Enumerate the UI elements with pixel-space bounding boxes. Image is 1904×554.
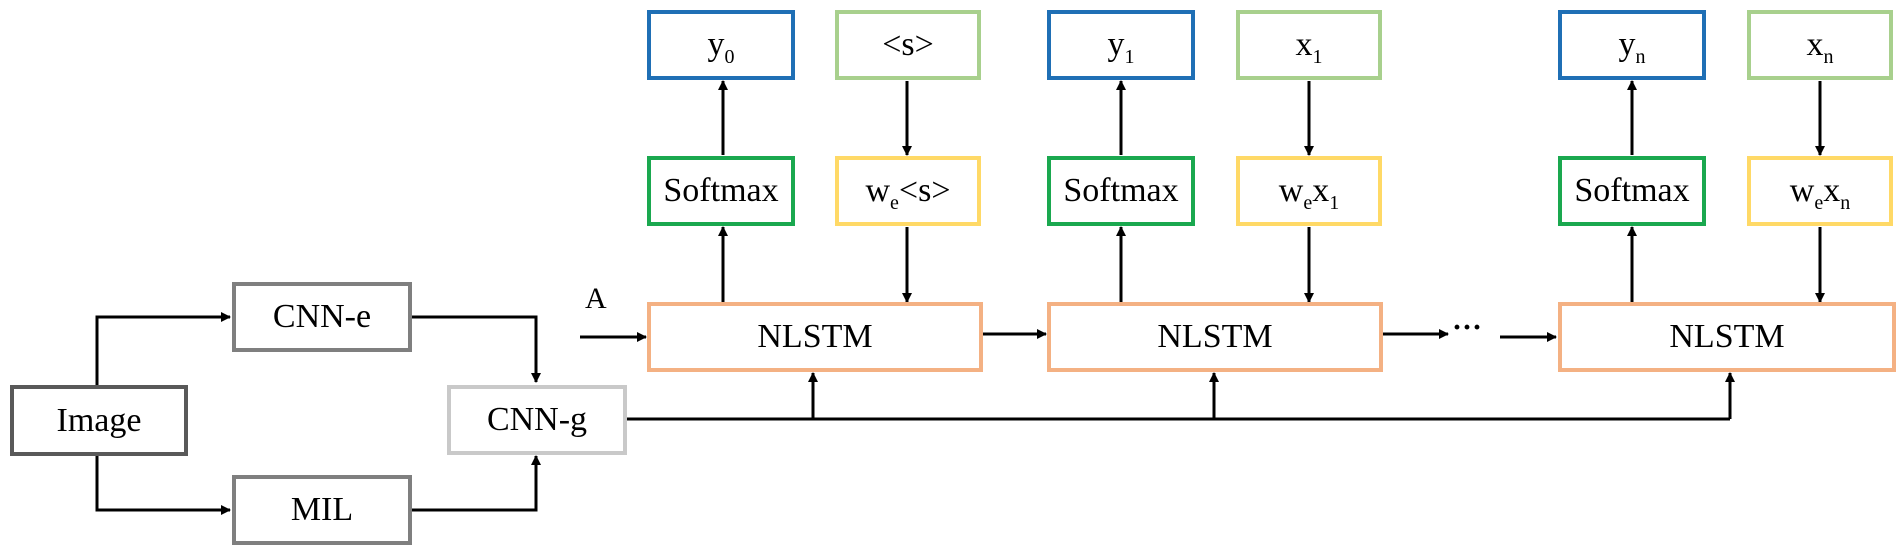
mil-node-label: MIL bbox=[290, 491, 354, 528]
nlstm-node-1: NLSTM bbox=[647, 302, 983, 372]
nlstm-node-2: NLSTM bbox=[1047, 302, 1383, 372]
output-1-sub: 0 bbox=[724, 46, 735, 68]
cnn-e-node: CNN-e bbox=[232, 282, 412, 352]
cnn-g-node-label: CNN-g bbox=[486, 401, 588, 438]
initial-input-label: A bbox=[585, 282, 607, 315]
embed-3-sub: e bbox=[1814, 192, 1824, 214]
softmax-node-2: Softmax bbox=[1047, 156, 1195, 226]
embed-3-post-sub: n bbox=[1840, 192, 1851, 214]
output-3-base: y bbox=[1618, 26, 1636, 63]
output-2-base: y bbox=[1107, 26, 1125, 63]
input-2-sub: 1 bbox=[1312, 46, 1323, 68]
image-node: Image bbox=[10, 385, 188, 456]
cnn-g-node: CNN-g bbox=[447, 385, 627, 455]
embed-2-post-sub: 1 bbox=[1329, 192, 1340, 214]
nlstm-label-2: NLSTM bbox=[1157, 318, 1273, 355]
softmax-label-3: Softmax bbox=[1574, 172, 1690, 209]
nlstm-label-1: NLSTM bbox=[757, 318, 873, 355]
softmax-label-1: Softmax bbox=[663, 172, 779, 209]
embed-1-pre: w bbox=[865, 172, 891, 209]
embed-2-pre: w bbox=[1278, 172, 1304, 209]
input-3-sub: n bbox=[1823, 46, 1834, 68]
softmax-label-2: Softmax bbox=[1063, 172, 1179, 209]
softmax-node-1: Softmax bbox=[647, 156, 795, 226]
ellipsis-label: ··· bbox=[1452, 311, 1483, 344]
embed-2-post: x bbox=[1312, 172, 1330, 209]
embed-1-sub: e bbox=[890, 192, 899, 214]
embed-3-pre: w bbox=[1789, 172, 1815, 209]
arrow-image-to-cnn-e bbox=[95, 312, 231, 393]
embed-3-post: x bbox=[1823, 172, 1841, 209]
output-2-sub: 1 bbox=[1124, 46, 1135, 68]
nlstm-label-3: NLSTM bbox=[1669, 318, 1785, 355]
input-node-1: <s> bbox=[835, 10, 981, 80]
embed-1-post: <s> bbox=[898, 172, 951, 209]
image-node-label: Image bbox=[56, 401, 142, 439]
input-3-base: x bbox=[1806, 26, 1824, 63]
arrow-image-to-mil bbox=[95, 453, 231, 515]
input-1-base: <s> bbox=[882, 26, 934, 63]
cnn-e-node-label: CNN-e bbox=[272, 298, 372, 335]
input-2-base: x bbox=[1295, 26, 1313, 63]
output-3-sub: n bbox=[1635, 46, 1646, 68]
arrow-mil-to-cnn-g bbox=[412, 455, 541, 512]
embed-2-sub: e bbox=[1303, 192, 1313, 214]
output-1-base: y bbox=[707, 26, 725, 63]
input-label-1: <s> bbox=[882, 26, 934, 64]
arrow-cnn-e-to-cnn-g bbox=[412, 315, 541, 383]
nlstm-node-3: NLSTM bbox=[1558, 302, 1896, 372]
softmax-node-3: Softmax bbox=[1558, 156, 1706, 226]
mil-node: MIL bbox=[232, 475, 412, 545]
